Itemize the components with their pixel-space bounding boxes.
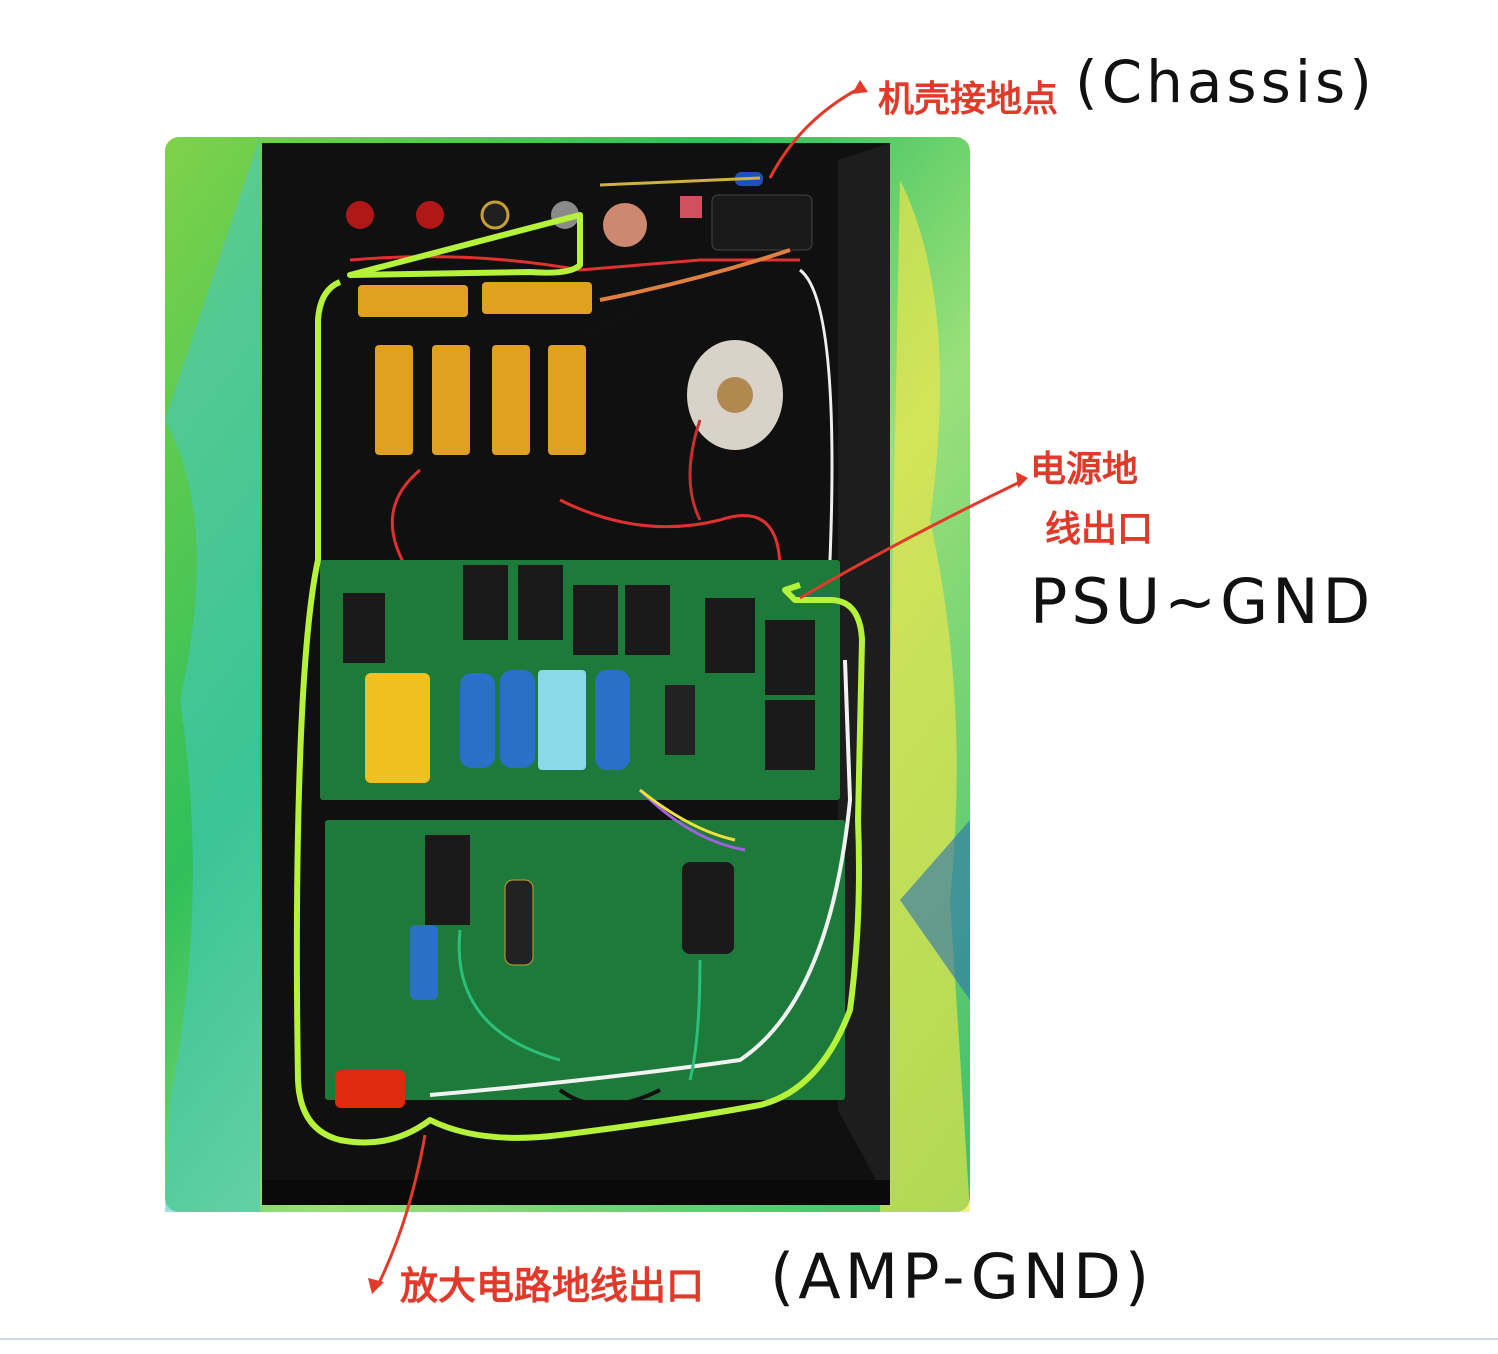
amp-label-cn: 放大电路地线出口 <box>400 1264 705 1308</box>
black-terminal <box>480 200 510 230</box>
amp-pcb <box>325 820 845 1100</box>
amp-label-en: (AMP-GND) <box>770 1240 1154 1313</box>
psu-label-en: PSU~GND <box>1030 565 1375 638</box>
arrow-chassis <box>768 86 861 179</box>
fuse-holder <box>603 203 647 247</box>
red-capacitor <box>335 1070 405 1108</box>
arrow-amp <box>376 1134 427 1286</box>
psu-label-cn-line2: 线出口 <box>1045 509 1154 550</box>
power-resistor <box>358 285 468 317</box>
ground-loop-outline <box>293 212 865 1146</box>
red-terminal <box>346 201 374 229</box>
red-terminal <box>416 201 444 229</box>
arrow-psu <box>799 480 1021 600</box>
bottom-divider <box>0 1338 1498 1340</box>
power-resistor <box>482 282 592 314</box>
psu-label-cn-line1: 电源地 <box>1030 449 1139 490</box>
chassis-label-cn: 机壳接地点 <box>878 79 1059 120</box>
power-resistor <box>432 345 470 455</box>
power-resistor <box>375 345 413 455</box>
iec-socket <box>711 194 813 251</box>
power-resistor <box>492 345 530 455</box>
yellow-capacitor <box>365 673 430 783</box>
chassis-label-en: (Chassis) <box>1075 48 1376 116</box>
capacitor-small <box>680 196 702 218</box>
power-resistor <box>548 345 586 455</box>
